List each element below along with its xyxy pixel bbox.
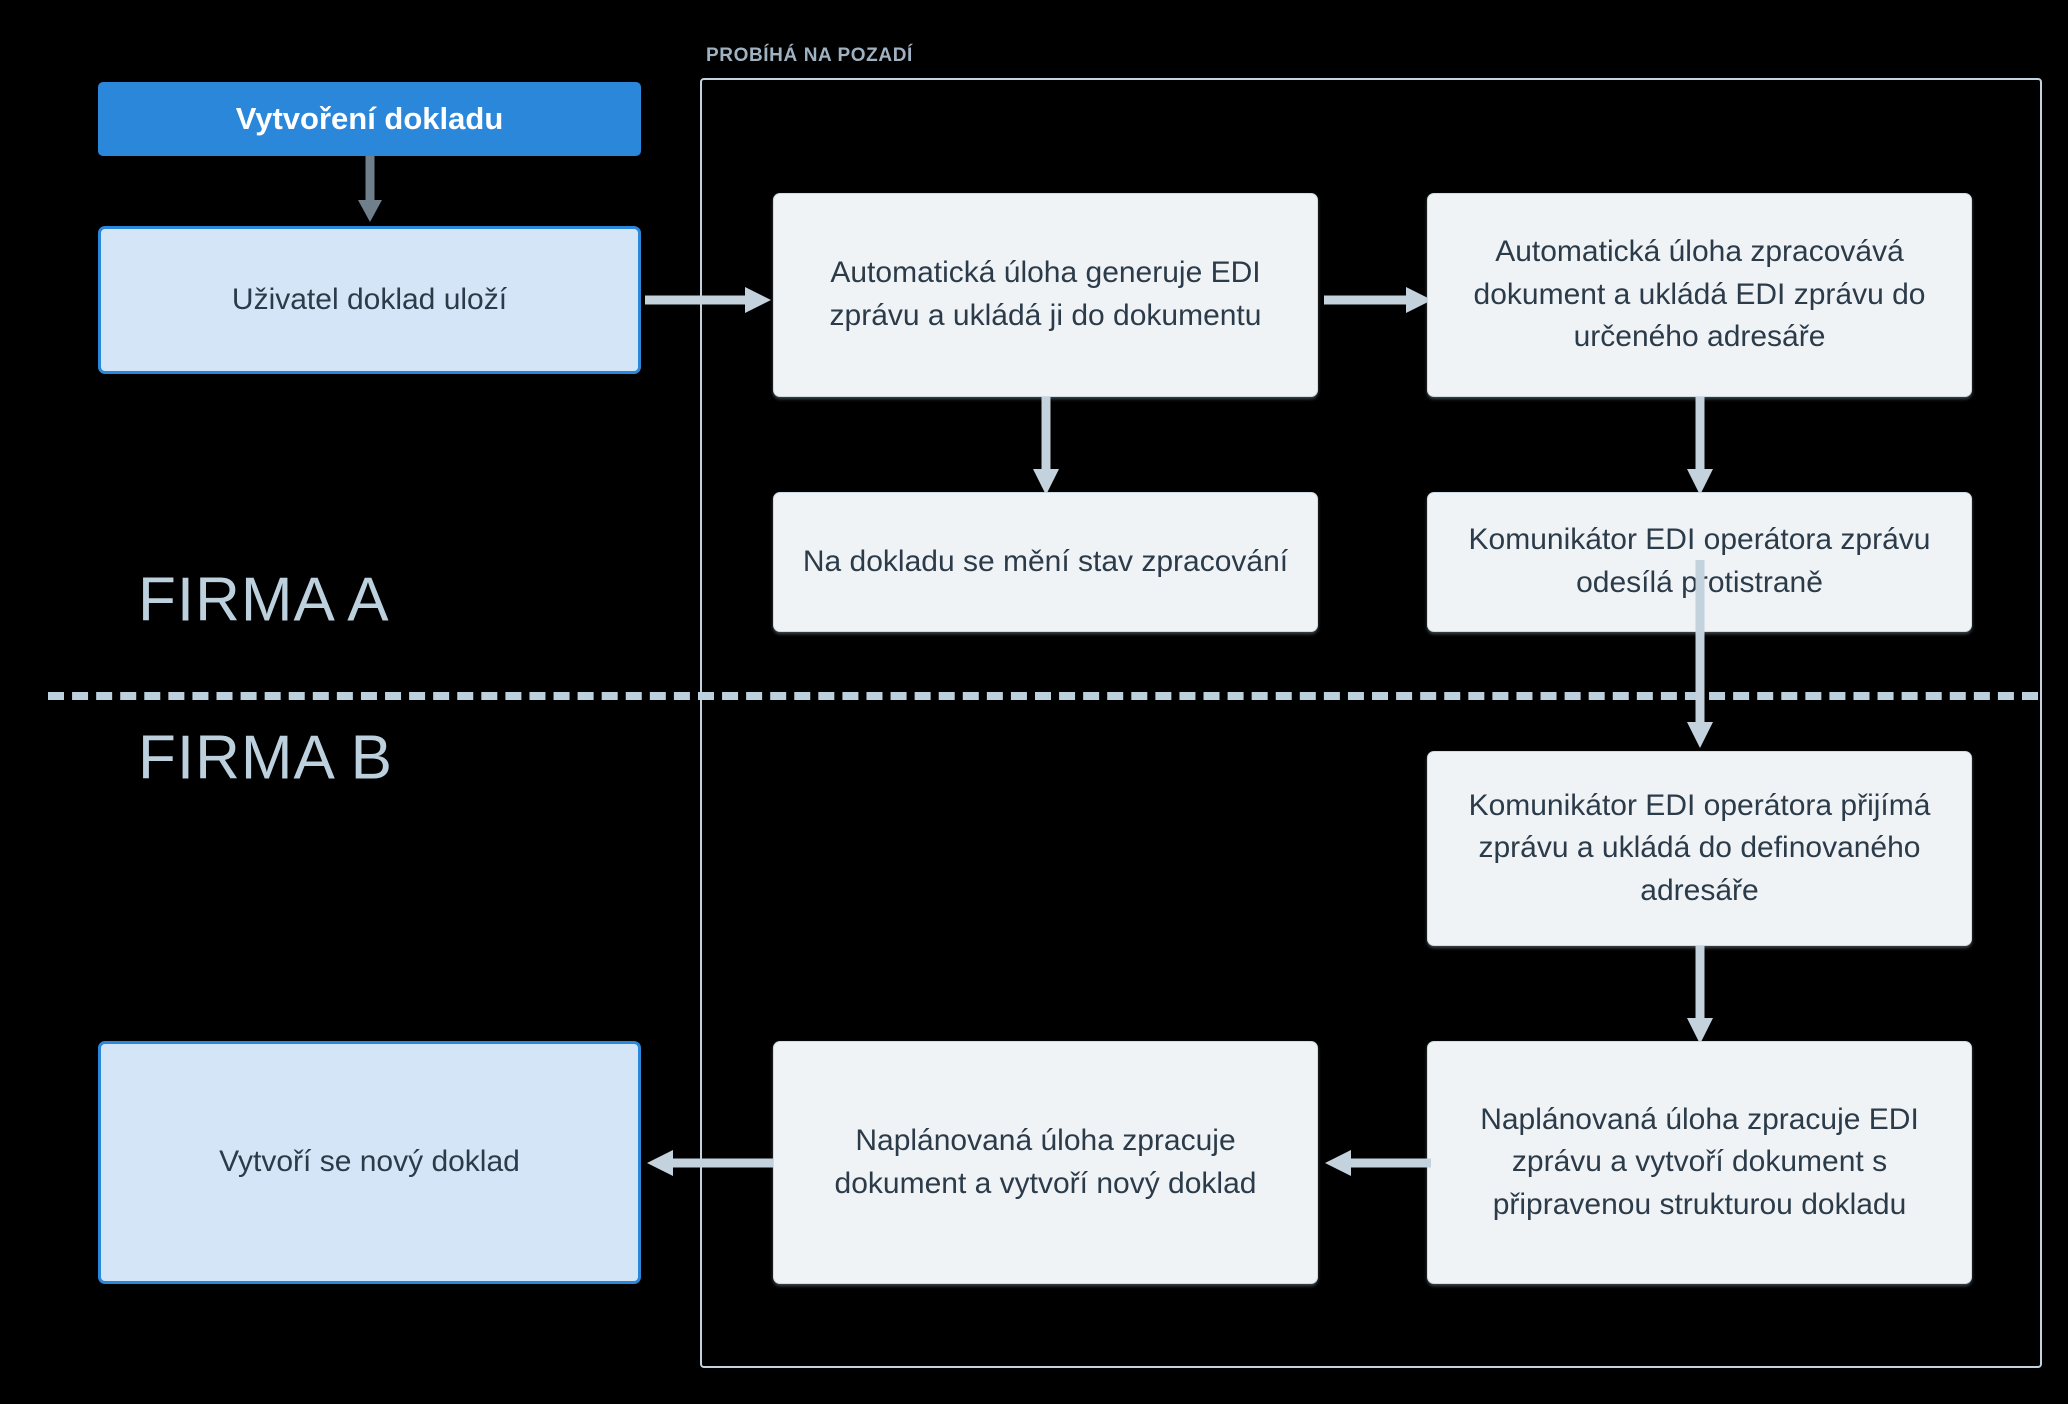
node-label: Na dokladu se mění stav zpracování bbox=[802, 544, 1289, 578]
node-label: Automatická úloha generuje EDI zprávu a … bbox=[829, 256, 1262, 332]
node-label: Naplánovaná úloha zpracuje EDI zprávu a … bbox=[1480, 1102, 1919, 1221]
swimlane-divider bbox=[48, 692, 2038, 700]
node-automaticka-uloha-zpracovava[interactable]: Automatická úloha zpracovává dokument a … bbox=[1427, 193, 1972, 397]
node-uzivatel-doklad-ulozi[interactable]: Uživatel doklad uloží bbox=[98, 226, 641, 374]
node-naplanovana-uloha-edi[interactable]: Naplánovaná úloha zpracuje EDI zprávu a … bbox=[1427, 1041, 1972, 1284]
arrow-send-to-receive bbox=[1684, 560, 1716, 750]
node-label: Naplánovaná úloha zpracuje dokument a vy… bbox=[834, 1123, 1257, 1200]
arrow-scheduled-edi-to-scheduled-doc bbox=[1323, 1147, 1433, 1179]
node-vytvori-se-novy-doklad[interactable]: Vytvoří se nový doklad bbox=[98, 1041, 641, 1284]
node-automaticka-uloha-generuje[interactable]: Automatická úloha generuje EDI zprávu a … bbox=[773, 193, 1318, 397]
background-process-frame-label: PROBÍHÁ NA POZADÍ bbox=[706, 45, 913, 66]
node-vytvoreni-dokladu[interactable]: Vytvoření dokladu bbox=[98, 82, 641, 156]
arrow-save-to-generate bbox=[645, 284, 775, 316]
swimlane-label-firma-b: FIRMA B bbox=[138, 723, 394, 793]
node-label: Komunikátor EDI operátora zprávu odesílá… bbox=[1468, 523, 1931, 599]
arrow-start-to-save bbox=[355, 156, 385, 226]
node-na-dokladu-se-meni-stav[interactable]: Na dokladu se mění stav zpracování bbox=[773, 492, 1318, 632]
node-label: Komunikátor EDI operátora přijímá zprávu… bbox=[1468, 788, 1931, 907]
arrow-receive-to-scheduled bbox=[1684, 946, 1716, 1046]
node-label: Uživatel doklad uloží bbox=[231, 282, 508, 316]
arrow-scheduled-doc-to-new-document bbox=[645, 1147, 775, 1179]
node-komunikator-prijima[interactable]: Komunikátor EDI operátora přijímá zprávu… bbox=[1427, 751, 1972, 946]
swimlane-label-firma-a: FIRMA A bbox=[138, 565, 390, 635]
node-label: Vytvoří se nový doklad bbox=[219, 1145, 520, 1179]
background-process-frame bbox=[700, 78, 2042, 1368]
node-naplanovana-uloha-doklad[interactable]: Naplánovaná úloha zpracuje dokument a vy… bbox=[773, 1041, 1318, 1284]
node-label: Automatická úloha zpracovává dokument a … bbox=[1473, 235, 1926, 354]
arrow-generate-to-statechange bbox=[1030, 397, 1062, 497]
node-label: Vytvoření dokladu bbox=[235, 100, 504, 136]
arrow-process-to-send bbox=[1684, 397, 1716, 497]
arrow-generate-to-process bbox=[1324, 284, 1434, 316]
